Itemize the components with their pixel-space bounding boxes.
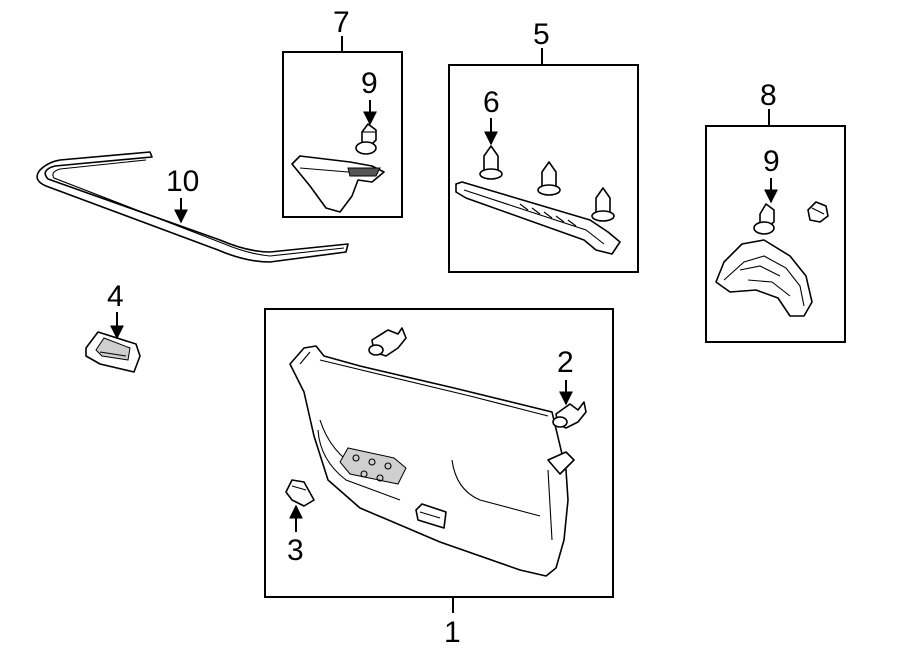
callout-6: 6 xyxy=(483,86,500,119)
cover-part-3[interactable] xyxy=(285,479,315,507)
handle-part-4[interactable] xyxy=(85,331,141,373)
liftgate-trim-panel-part-1[interactable] xyxy=(289,345,575,577)
callout-5: 5 xyxy=(533,18,550,51)
callout-2: 2 xyxy=(557,346,574,379)
callout-1: 1 xyxy=(444,616,461,649)
retainer-clip-part-9-right[interactable] xyxy=(753,201,829,235)
left-side-trim-part-7[interactable] xyxy=(291,155,385,213)
right-side-trim-part-8[interactable] xyxy=(715,239,813,317)
upper-trim-panel-part-5[interactable] xyxy=(455,181,621,255)
callout-10: 10 xyxy=(166,165,199,198)
callout-9-left: 9 xyxy=(361,67,378,100)
part-5-box xyxy=(448,64,639,273)
callout-7: 7 xyxy=(333,6,350,39)
callout-3: 3 xyxy=(287,534,304,567)
part-1-box xyxy=(264,308,614,598)
callout-9-right: 9 xyxy=(763,145,780,178)
panel-clip-part-2[interactable] xyxy=(368,327,587,429)
callout-8: 8 xyxy=(760,79,777,112)
part-8-box xyxy=(705,125,846,343)
trim-clip-part-6[interactable] xyxy=(479,145,615,222)
weatherstrip-part-10[interactable] xyxy=(36,151,349,263)
retainer-clip-part-9[interactable] xyxy=(355,123,377,155)
callout-4: 4 xyxy=(107,280,124,313)
